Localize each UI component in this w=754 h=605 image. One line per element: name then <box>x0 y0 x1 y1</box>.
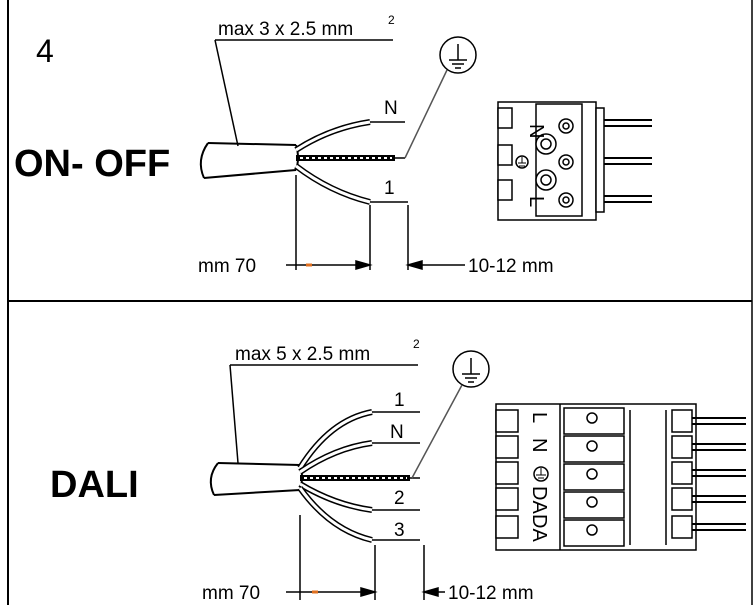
wire-label-n-top: N <box>384 98 398 119</box>
cable-jacket-top <box>199 142 299 179</box>
wire-label-1-top: 1 <box>384 178 395 199</box>
wire-label-2-bottom: 2 <box>394 488 405 509</box>
terminal-label-n-bottom: N <box>528 438 550 452</box>
section-dali: DALI max 5 x 2.5 mm 2 <box>50 337 746 604</box>
dimension-lines-top <box>286 175 465 270</box>
wires-bottom <box>297 409 420 543</box>
cable-jacket-bottom <box>209 462 303 496</box>
step-number: 4 <box>36 33 54 69</box>
wire-label-n-bottom: N <box>390 422 404 443</box>
cable-spec-top: max 3 x 2.5 mm <box>218 19 353 40</box>
strip-length-top: mm 70 <box>198 256 256 277</box>
terminal-label-l-bottom: L <box>528 412 550 423</box>
cable-spec-exp-top: 2 <box>388 13 395 27</box>
ground-symbol-icon-bottom <box>411 350 490 479</box>
cable-spec-exp-bottom: 2 <box>413 337 420 351</box>
wire-strip-bottom: 10-12 mm <box>448 583 534 604</box>
wire-label-1-bottom: 1 <box>394 390 405 411</box>
wires-top <box>294 119 408 205</box>
terminal-label-da2-bottom: DA <box>528 514 550 542</box>
ground-symbol-icon <box>404 36 477 159</box>
terminal-block-bottom <box>495 403 697 551</box>
strip-length-bottom: mm 70 <box>202 583 260 604</box>
spec-leader <box>214 39 239 147</box>
dimension-lines-bottom <box>286 515 445 600</box>
mode-label-dali: DALI <box>50 464 139 506</box>
terminal-label-n-top: N <box>525 124 547 138</box>
section-on-off: ON- OFF max 3 x 2.5 mm 2 N 1 <box>14 13 652 277</box>
terminal-label-l-top: L <box>525 196 547 207</box>
terminal-label-da1-bottom: DA <box>528 486 550 514</box>
terminal-block-top <box>497 101 605 221</box>
terminal-wires-bottom <box>692 417 746 531</box>
cable-spec-bottom: max 5 x 2.5 mm <box>235 344 370 365</box>
wire-label-3-bottom: 3 <box>394 520 405 541</box>
spec-leader-bottom <box>229 364 239 464</box>
wire-strip-top: 10-12 mm <box>468 256 554 277</box>
terminal-wires-top <box>604 119 652 203</box>
mode-label-on-off: ON- OFF <box>14 143 170 185</box>
